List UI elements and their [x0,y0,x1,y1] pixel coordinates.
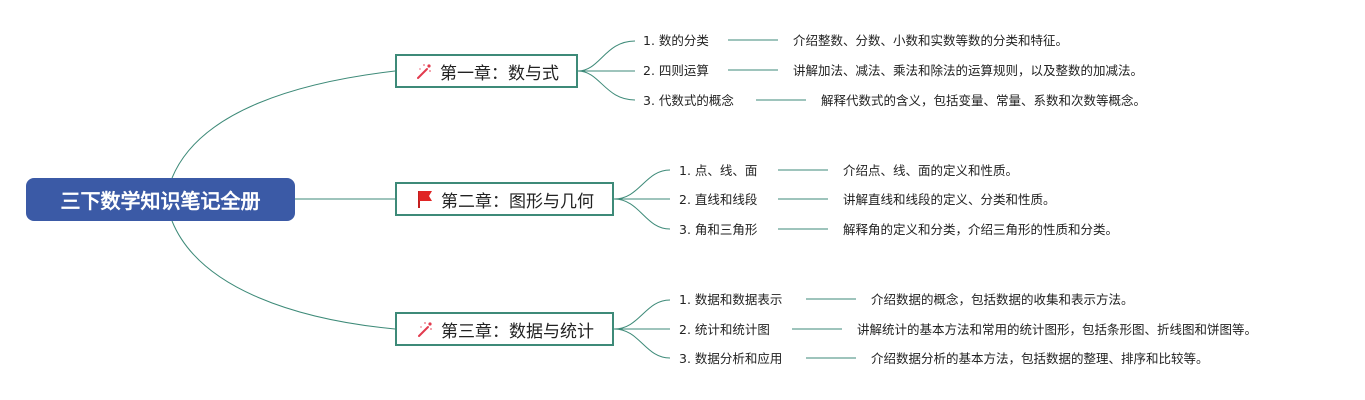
branch-description: 讲解统计的基本方法和常用的统计图形，包括条形图、折线图和饼图等。 [857,322,1258,337]
branch-description: 介绍数据的概念，包括数据的收集和表示方法。 [871,292,1134,307]
branch-description: 介绍数据分析的基本方法，包括数据的整理、排序和比较等。 [871,351,1209,366]
connector-ch2-item3 [613,198,671,230]
connector-root-ch1 [171,70,396,179]
branch-item[interactable]: 3. 数据分析和应用 [679,351,783,366]
chapter-node-3[interactable]: 第三章：数据与统计 [395,312,614,346]
chapter-node-1[interactable]: 第一章：数与式 [395,54,578,88]
connector-ch3-item1 [613,299,671,330]
chapter-node-2[interactable]: 第二章：图形与几何 [395,182,614,216]
branch-item[interactable]: 2. 四则运算 [643,63,709,78]
branch-item[interactable]: 2. 统计和统计图 [679,322,770,337]
chapter-title: 第一章：数与式 [440,63,559,84]
branch-description: 介绍整数、分数、小数和实数等数的分类和特征。 [793,33,1069,48]
connector-ch1-item3 [577,70,636,101]
chapter-title: 第二章：图形与几何 [441,191,594,212]
root-node[interactable]: 三下数学知识笔记全册 [26,178,295,221]
red-flag-icon [415,189,435,209]
connector-ch3-item3 [613,328,671,359]
branch-item[interactable]: 3. 角和三角形 [679,222,758,237]
branch-description: 讲解加法、减法、乘法和除法的运算规则，以及整数的加减法。 [793,63,1144,78]
branch-item[interactable]: 2. 直线和线段 [679,192,758,207]
chapter-title: 第三章：数据与统计 [441,321,594,342]
branch-item[interactable]: 1. 点、线、面 [679,163,758,178]
connector-root-ch3 [171,220,396,330]
branch-description: 解释角的定义和分类，介绍三角形的性质和分类。 [843,222,1119,237]
sparkle-wand-icon [414,61,434,81]
branch-description: 讲解直线和线段的定义、分类和性质。 [843,192,1056,207]
connector-ch1-item1 [577,40,636,72]
sparkle-wand-icon [415,319,435,339]
branch-description: 解释代数式的含义，包括变量、常量、系数和次数等概念。 [821,93,1147,108]
root-title: 三下数学知识笔记全册 [60,189,261,213]
branch-item[interactable]: 1. 数的分类 [643,33,709,48]
branch-item[interactable]: 1. 数据和数据表示 [679,292,783,307]
branch-description: 介绍点、线、面的定义和性质。 [843,163,1019,178]
branch-item[interactable]: 3. 代数式的概念 [643,93,734,108]
connector-ch2-item1 [613,169,671,200]
